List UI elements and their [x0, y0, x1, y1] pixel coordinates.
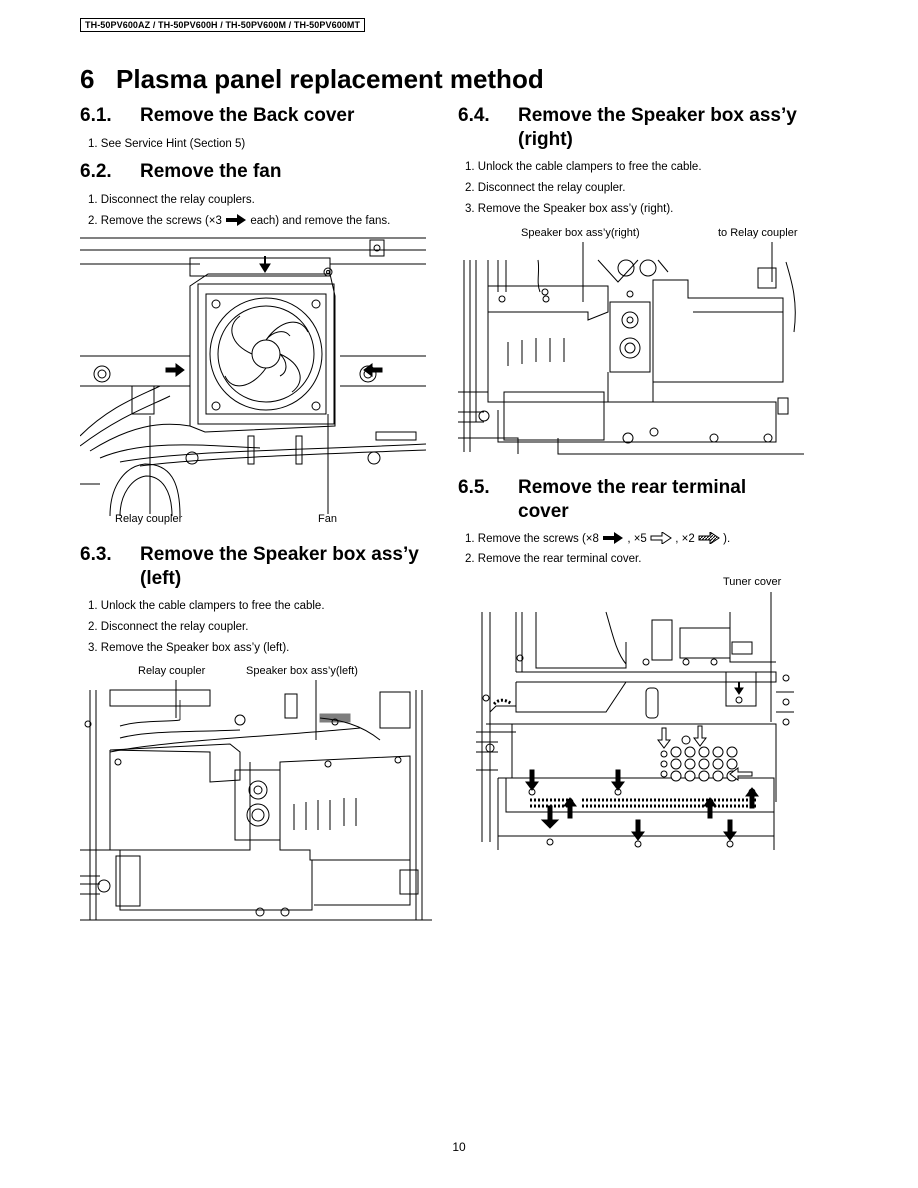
step-text-part: ). — [723, 533, 731, 545]
chapter-title-text: Plasma panel replacement method — [116, 64, 544, 94]
section-number: 6.2. — [80, 161, 112, 182]
step-text: 2. Disconnect the relay coupler. — [465, 182, 626, 194]
section-title-continued: cover — [518, 501, 569, 522]
model-numbers-header: TH-50PV600AZ / TH-50PV600H / TH-50PV600M… — [80, 18, 366, 32]
solid-arrow-icon — [226, 214, 247, 226]
section-number: 6.1. — [80, 105, 112, 126]
section-title: Remove the rear terminal — [518, 477, 747, 498]
label-fan: Fan — [318, 513, 337, 525]
step-text: 1. Disconnect the relay couplers. — [88, 194, 255, 206]
section-6-3-heading: 6.3. Remove the Speaker box ass’y (left) — [80, 543, 440, 593]
section-title: Remove the Back cover — [140, 105, 355, 126]
section-number: 6.5. — [458, 477, 490, 498]
section-title-continued: (right) — [518, 129, 573, 150]
section-title-continued: (left) — [140, 568, 182, 589]
step-text: 1. Unlock the cable clampers to free the… — [88, 600, 325, 612]
section-title: Remove the Speaker box ass’y — [518, 105, 797, 126]
speaker-box-left-diagram — [80, 680, 432, 922]
solid-arrow-icon — [603, 532, 624, 544]
chapter-number: 6 — [80, 64, 95, 94]
outline-arrow-icon — [650, 531, 672, 545]
label-tuner-cover: Tuner cover — [723, 576, 782, 588]
speaker-box-right-diagram — [458, 242, 804, 460]
section-title: Remove the fan — [140, 161, 282, 182]
label-to-relay-coupler: to Relay coupler — [718, 227, 798, 239]
section-6-4-heading: 6.4. Remove the Speaker box ass’y (right… — [458, 104, 838, 154]
step-text: 1. Unlock the cable clampers to free the… — [465, 161, 702, 173]
section-number: 6.3. — [80, 544, 112, 565]
step-text: 2. Remove the screws (×3 each) and remov… — [88, 214, 390, 227]
step-text: 3. Remove the Speaker box ass’y (left). — [88, 642, 290, 654]
section-number: 6.4. — [458, 105, 490, 126]
label-relay-coupler: Relay coupler — [115, 513, 183, 525]
chapter-title: 6 Plasma panel replacement method — [80, 64, 544, 95]
hatched-arrow-icon — [698, 531, 720, 545]
step-text: 3. Remove the Speaker box ass’y (right). — [465, 203, 674, 215]
step-text-part: , ×2 — [675, 533, 695, 545]
step-text-part: , ×5 — [627, 533, 647, 545]
step-text: 2. Disconnect the relay coupler. — [88, 621, 249, 633]
step-text-part: 2. Remove the screws (×3 — [88, 215, 222, 227]
step-text-part: 1. Remove the screws (×8 — [465, 533, 599, 545]
label-relay-coupler: Relay coupler — [138, 665, 206, 677]
step-text: 2. Remove the rear terminal cover. — [465, 553, 642, 565]
label-speaker-box-left: Speaker box ass’y(left) — [246, 665, 358, 677]
step-text: 1. See Service Hint (Section 5) — [88, 138, 246, 150]
fan-diagram — [80, 236, 426, 516]
section-title: Remove the Speaker box ass’y — [140, 544, 419, 565]
page-number: 10 — [452, 1140, 466, 1154]
rear-terminal-diagram — [476, 592, 794, 850]
section-6-5-heading: 6.5. Remove the rear terminal cover — [458, 476, 838, 526]
step-text: 1. Remove the screws (×8 , ×5 , ×2 ). — [465, 531, 731, 545]
label-speaker-box-right: Speaker box ass’y(right) — [521, 227, 640, 239]
step-text-part: each) and remove the fans. — [250, 215, 391, 227]
